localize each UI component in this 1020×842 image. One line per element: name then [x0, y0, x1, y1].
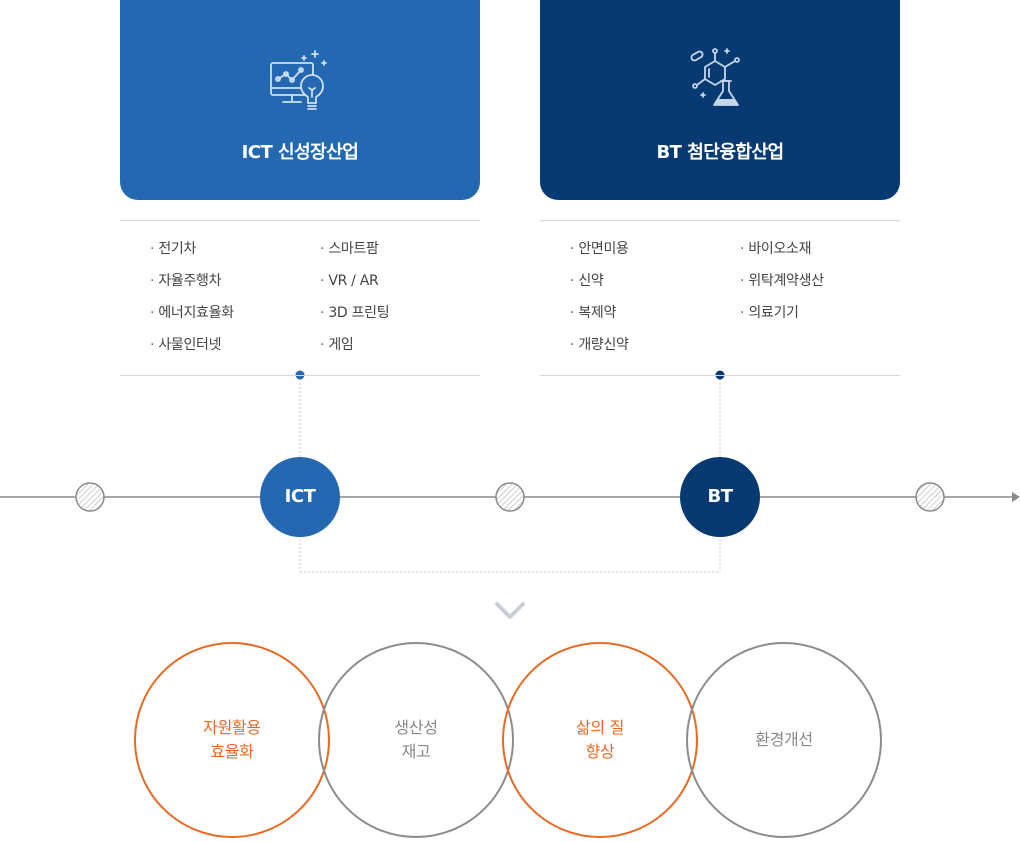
list-item: 스마트팜: [320, 239, 389, 271]
outcome-line: 자원활용: [203, 718, 261, 737]
outcome-line: 생산성: [394, 718, 438, 737]
outcome-line: 삶의 질: [575, 718, 625, 737]
list-item: 개량신약: [570, 335, 629, 367]
outcome-environment: 환경개선: [686, 642, 882, 838]
ict-card-title: ICT 신성장산업: [241, 142, 359, 163]
molecule-flask-icon: [690, 48, 740, 106]
outcome-resource-efficiency: 자원활용 효율화: [134, 642, 330, 838]
list-item: 안면미용: [570, 239, 629, 271]
bt-list-left: 안면미용 신약 복제약 개량신약: [570, 239, 629, 367]
list-item: 의료기기: [740, 303, 824, 335]
ict-card: ICT 신성장산업: [120, 0, 480, 200]
ict-industry-list: 전기차 자율주행차 에너지효율화 사물인터넷 스마트팜 VR / AR 3D 프…: [120, 220, 480, 376]
list-item: VR / AR: [320, 271, 389, 303]
bt-industry-list: 안면미용 신약 복제약 개량신약 바이오소재 위탁계약생산 의료기기: [540, 220, 900, 376]
timeline-marker: [75, 482, 105, 512]
ict-node: ICT: [260, 457, 340, 537]
outcome-line: 효율화: [210, 742, 254, 761]
list-item: 신약: [570, 271, 629, 303]
list-item: 자율주행차: [150, 271, 234, 303]
bt-card: BT 첨단융합산업: [540, 0, 900, 200]
list-item: 위탁계약생산: [740, 271, 824, 303]
list-item: 3D 프린팅: [320, 303, 389, 335]
outcome-line: 환경개선: [755, 730, 813, 749]
list-item: 에너지효율화: [150, 303, 234, 335]
timeline-arrow-icon: [1012, 492, 1020, 502]
list-item: 바이오소재: [740, 239, 824, 271]
outcome-line: 재고: [401, 742, 431, 761]
timeline-marker: [495, 482, 525, 512]
monitor-lightbulb-icon: [270, 50, 327, 110]
list-item: 복제약: [570, 303, 629, 335]
ict-list-left: 전기차 자율주행차 에너지효율화 사물인터넷: [150, 239, 234, 367]
outcome-quality-of-life: 삶의 질 향상: [502, 642, 698, 838]
list-item: 사물인터넷: [150, 335, 234, 367]
list-item: 게임: [320, 335, 389, 367]
outcome-productivity: 생산성 재고: [318, 642, 514, 838]
bt-list-right: 바이오소재 위탁계약생산 의료기기: [740, 239, 824, 335]
outcome-line: 향상: [585, 742, 615, 761]
chevron-down-icon: [495, 602, 525, 619]
bt-node: BT: [680, 457, 760, 537]
ict-list-right: 스마트팜 VR / AR 3D 프린팅 게임: [320, 239, 389, 367]
bt-card-title: BT 첨단융합산업: [656, 142, 784, 163]
list-item: 전기차: [150, 239, 234, 271]
timeline-marker: [915, 482, 945, 512]
